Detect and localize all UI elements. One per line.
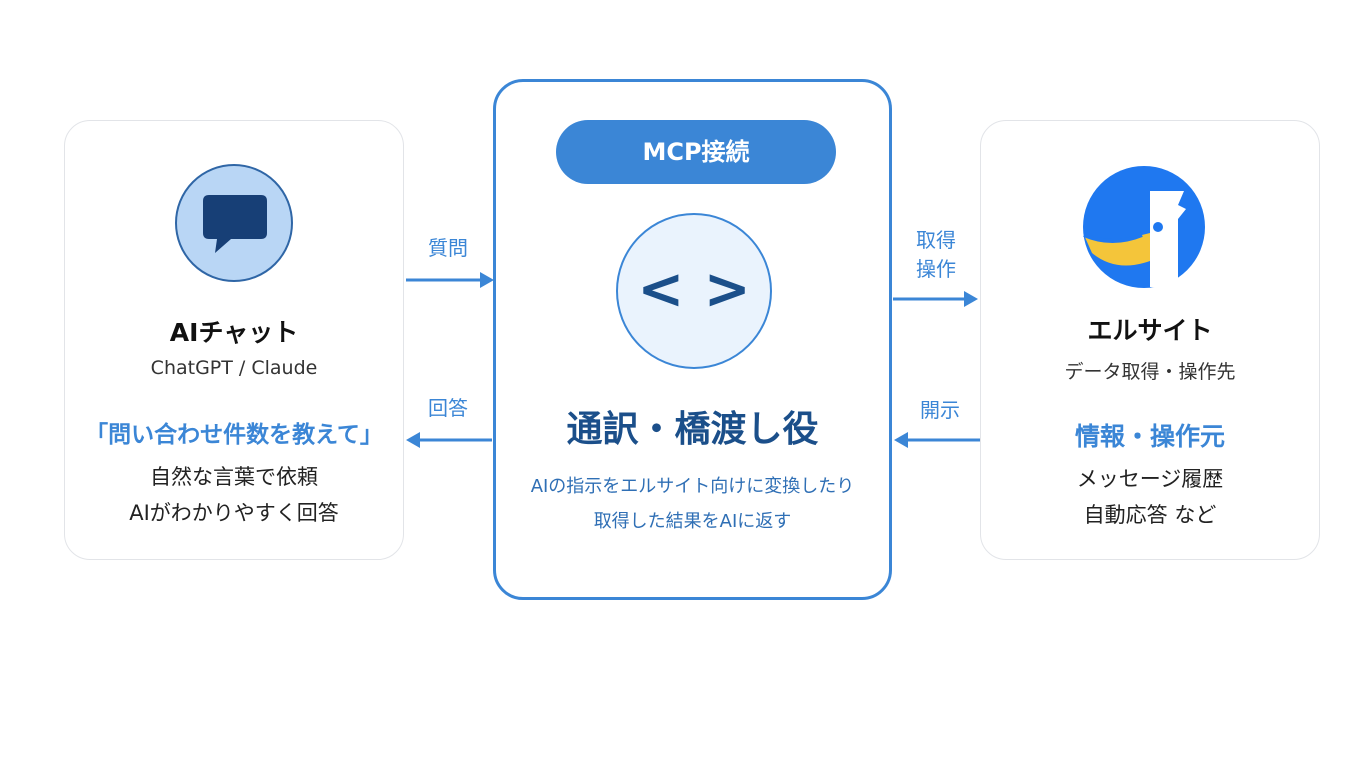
elsite-accent: 情報・操作元 xyxy=(1074,422,1225,451)
chat-bubble-icon xyxy=(203,195,267,253)
mcp-desc-line2: 取得した結果をAIに返す xyxy=(593,511,792,532)
ai-chat-desc-line2: AIがわかりやすく回答 xyxy=(129,501,339,525)
ai-chat-title: AIチャット xyxy=(169,318,299,347)
elsite-title: エルサイト xyxy=(1087,316,1213,345)
example-query: 「問い合わせ件数を教えて」 xyxy=(85,422,383,448)
mcp-desc-line1: AIの指示をエルサイト向けに変換したり xyxy=(530,476,855,497)
elsite-card: エルサイト データ取得・操作先 情報・操作元 メッセージ履歴 自動応答 など xyxy=(980,120,1320,560)
disclose-label: 開示 xyxy=(920,398,960,422)
elsite-logo-icon xyxy=(1083,166,1205,288)
elsite-desc-line1: メッセージ履歴 xyxy=(1076,467,1224,491)
question-label: 質問 xyxy=(428,236,468,260)
mcp-description: AIの指示をエルサイト向けに変換したり 取得した結果をAIに返す xyxy=(496,469,889,539)
mcp-role-title: 通訳・橋渡し役 xyxy=(566,409,819,450)
mcp-pill: MCP接続 xyxy=(556,120,836,184)
ai-chat-desc-line1: 自然な言葉で依頼 xyxy=(150,465,318,489)
mcp-card: MCP接続 < > 通訳・橋渡し役 AIの指示をエルサイト向けに変換したり 取得… xyxy=(493,79,892,600)
fetch-operate-label: 取得 操作 xyxy=(894,226,978,284)
ai-chat-subtitle: ChatGPT / Claude xyxy=(150,357,318,379)
ai-chat-card: AIチャット ChatGPT / Claude 「問い合わせ件数を教えて」 自然… xyxy=(64,120,404,560)
fetch-label: 取得 xyxy=(916,228,956,252)
elsite-desc-line2: 自動応答 など xyxy=(1083,503,1217,527)
answer-label: 回答 xyxy=(428,396,468,420)
operate-label: 操作 xyxy=(916,257,956,281)
chat-icon-circle xyxy=(175,164,293,282)
code-brackets-icon: < > xyxy=(616,213,772,369)
elsite-subtitle: データ取得・操作先 xyxy=(1064,361,1236,383)
